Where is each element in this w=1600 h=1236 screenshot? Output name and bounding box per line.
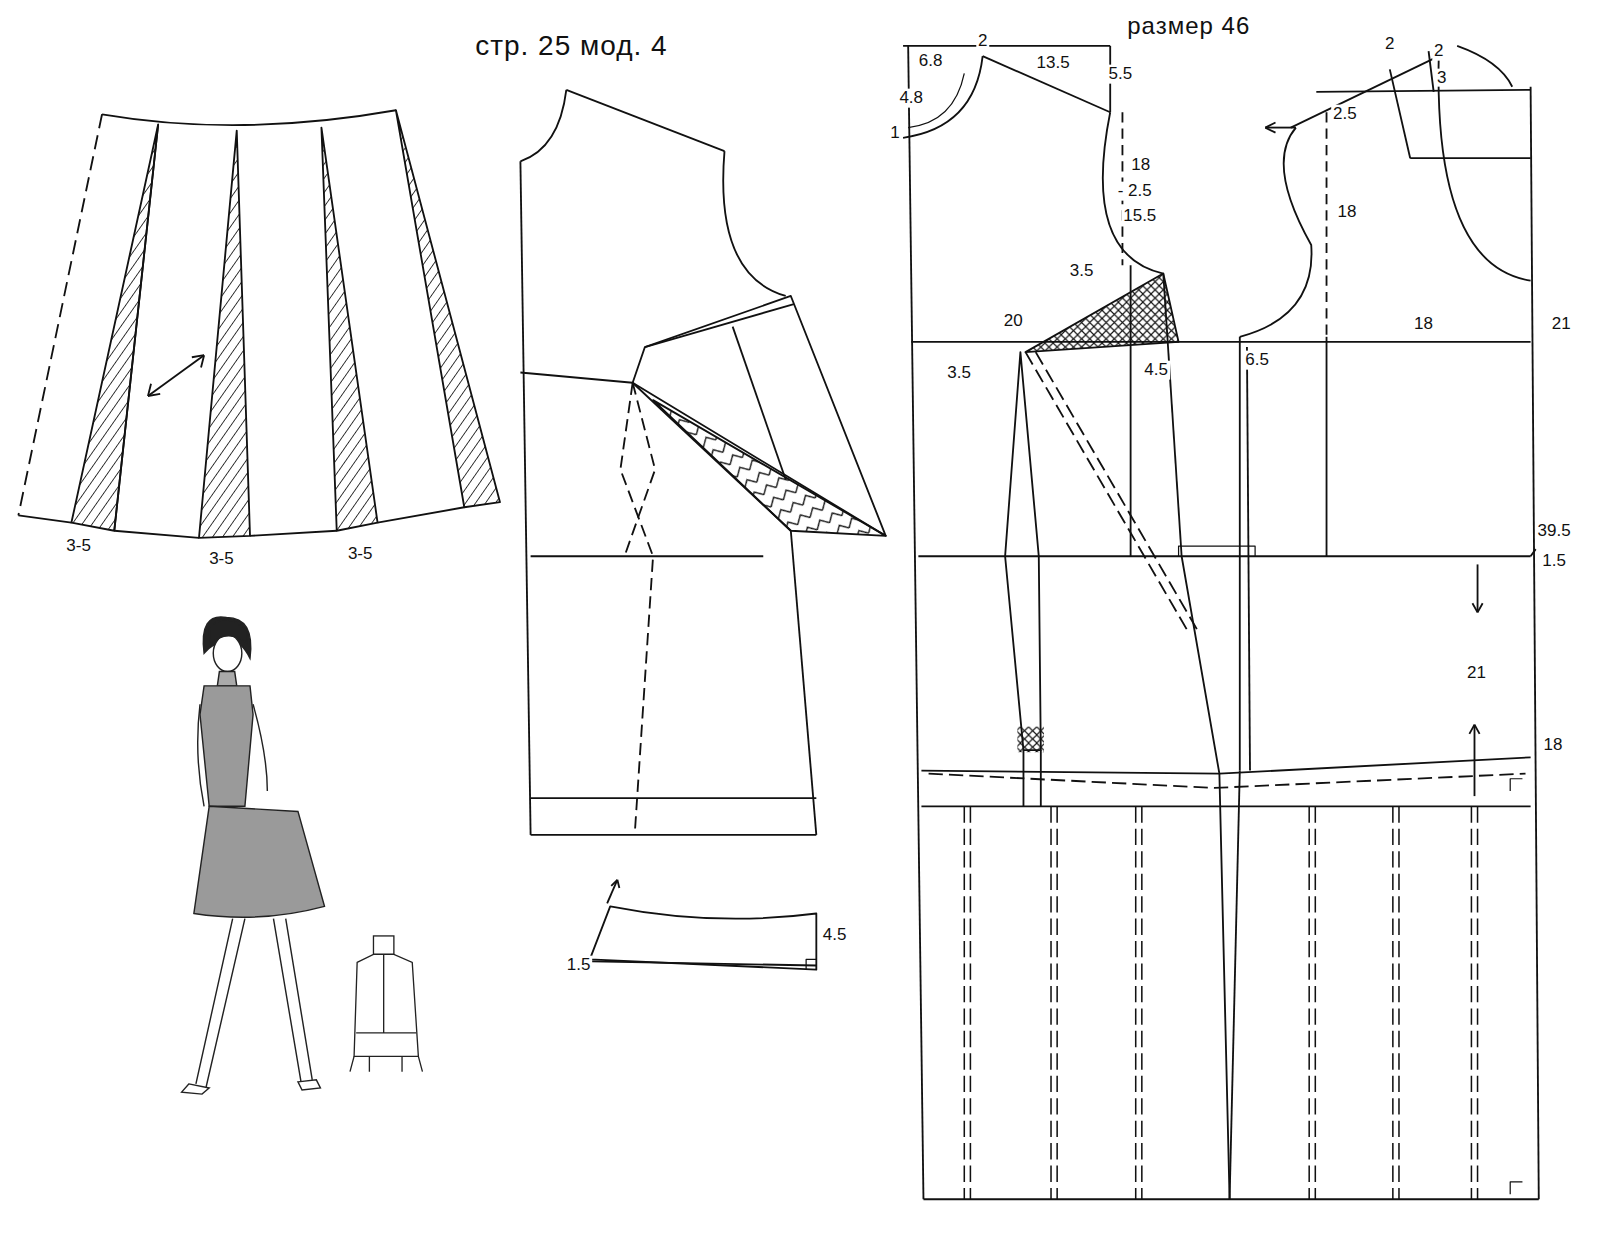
dimension-number: 2 xyxy=(976,31,989,50)
dimension-number: 4.8 xyxy=(897,89,925,108)
dimension-number: 1.5 xyxy=(1540,552,1568,571)
dimension-number: 2.5 xyxy=(1331,105,1359,124)
dimension-number: 1 xyxy=(888,123,901,142)
dimension-number: 21 xyxy=(1550,315,1573,334)
dimension-number: 3-5 xyxy=(64,537,93,556)
dimension-number: 13.5 xyxy=(1035,54,1072,73)
dimension-number: 3 xyxy=(1435,68,1448,87)
dimension-number: 6.8 xyxy=(917,52,945,71)
dimension-number: 21 xyxy=(1465,664,1488,683)
dimension-number: 18 xyxy=(1335,203,1358,222)
dimension-number: 4.5 xyxy=(821,925,849,944)
dimension-number: 39.5 xyxy=(1536,521,1573,540)
dimension-number: 1.5 xyxy=(565,956,593,975)
dimension-number: 3-5 xyxy=(207,550,236,569)
dimension-number: 20 xyxy=(1002,312,1025,331)
dimension-number: 15.5 xyxy=(1121,207,1158,226)
dimension-number: 18 xyxy=(1129,156,1152,175)
dimension-number: 4.5 xyxy=(1142,361,1170,380)
dimension-number: 3-5 xyxy=(346,545,375,564)
dimension-number: 2 xyxy=(1432,42,1445,61)
dimension-number: 6.5 xyxy=(1243,351,1271,370)
dimension-number: 18 xyxy=(1542,736,1565,755)
page-title: стр. 25 мод. 4 xyxy=(472,30,671,62)
size-label: размер 46 xyxy=(1125,12,1252,38)
dimension-number: 18 xyxy=(1412,315,1435,334)
dimension-number: 5.5 xyxy=(1107,65,1135,84)
dimension-number: 2 xyxy=(1383,35,1396,54)
dimension-number: 3.5 xyxy=(945,364,973,383)
dimension-number: 3.5 xyxy=(1068,262,1096,281)
dimension-number: - 2.5 xyxy=(1116,181,1154,200)
